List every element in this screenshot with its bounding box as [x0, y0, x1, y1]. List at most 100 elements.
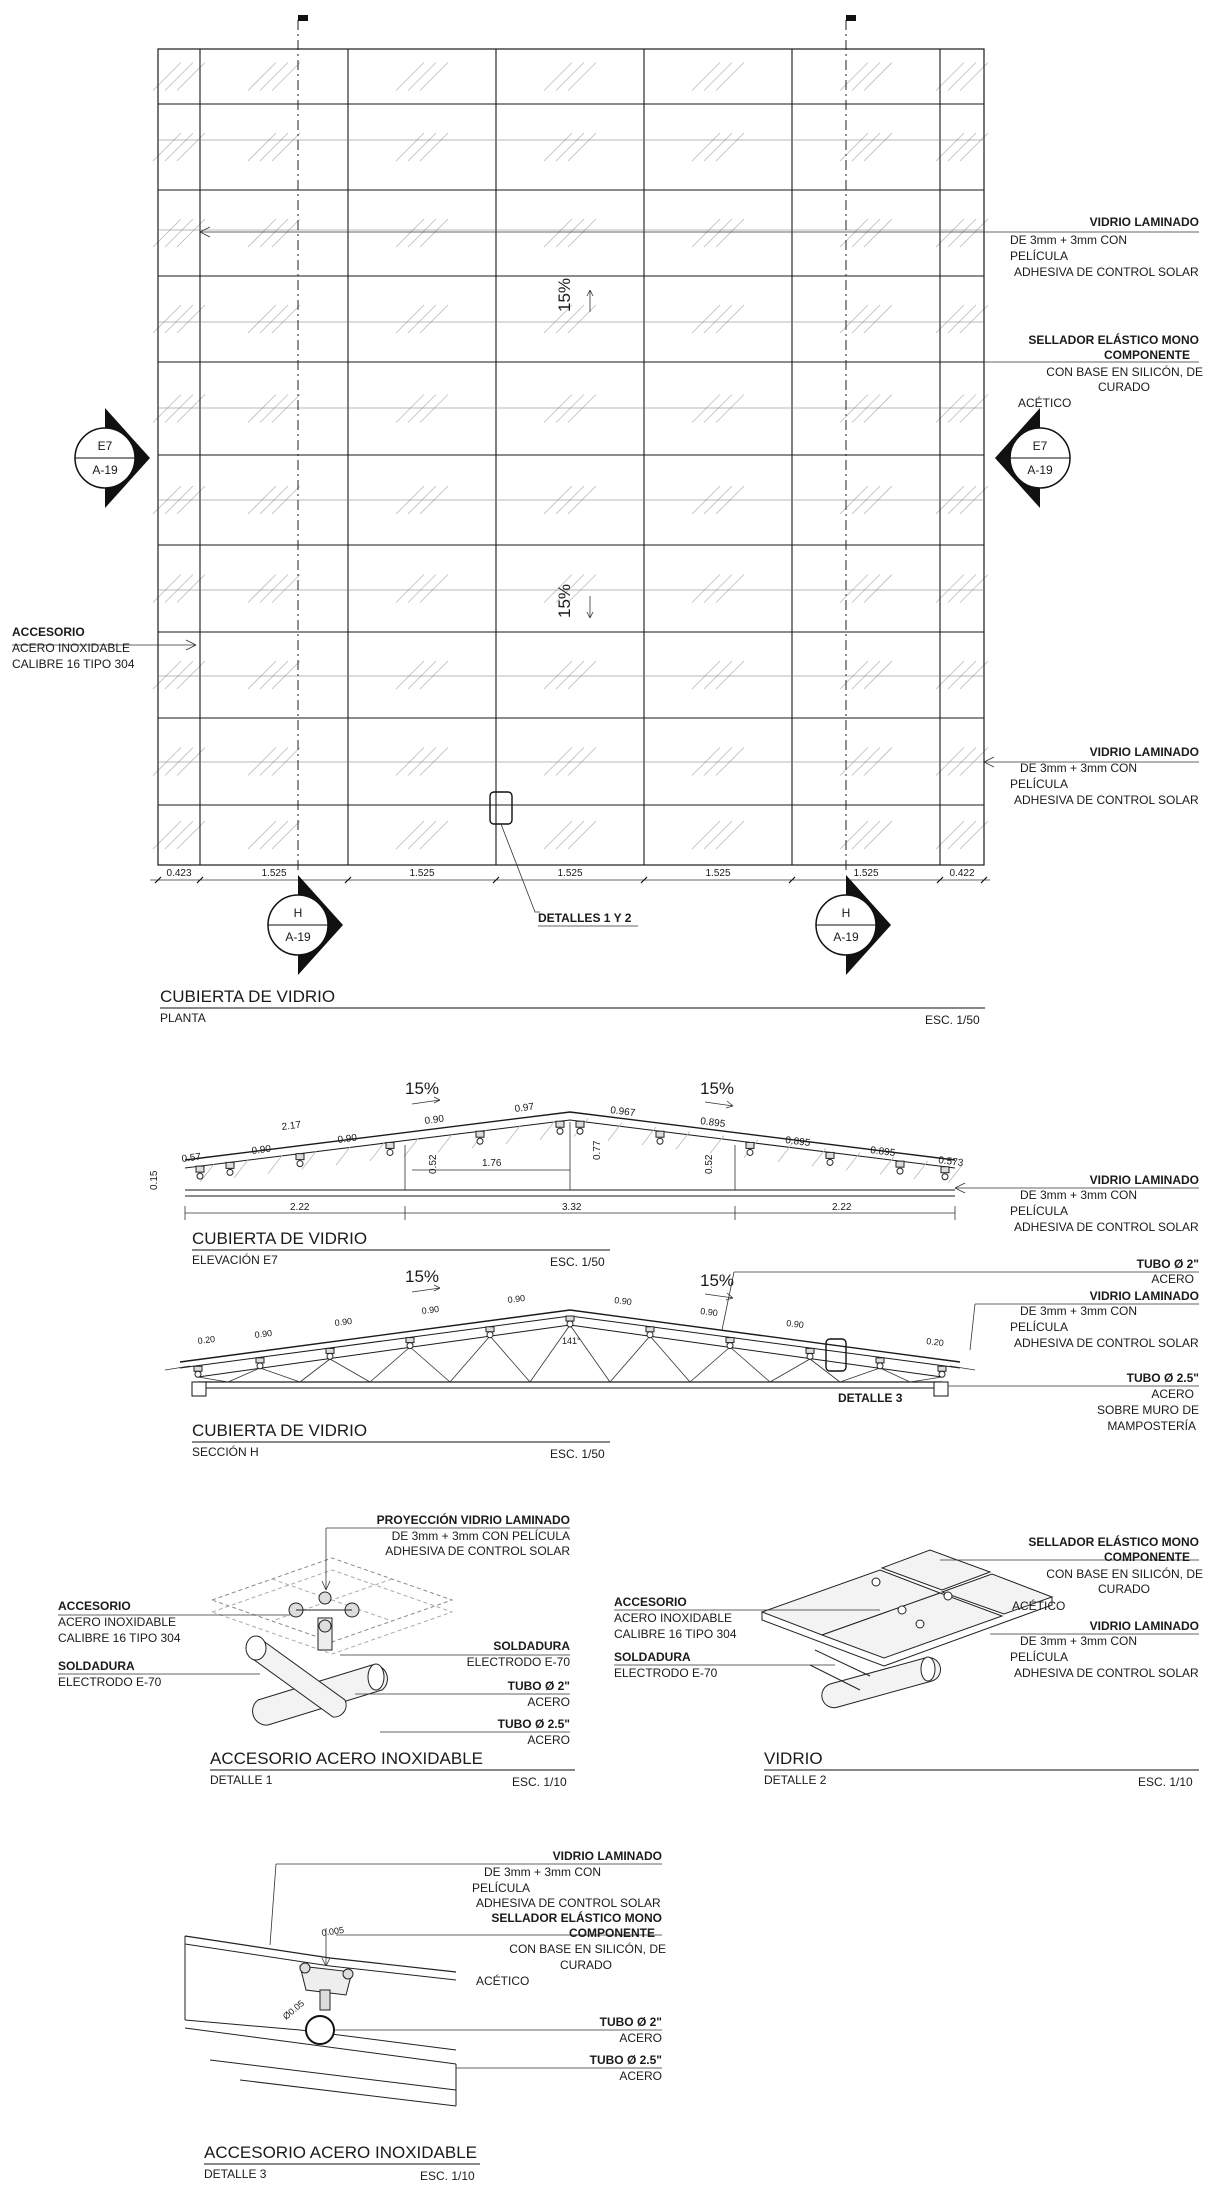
hatch-stroke: [395, 820, 425, 850]
svg-text:SOLDADURA: SOLDADURA: [493, 1639, 570, 1653]
hatch-stroke: [403, 1138, 419, 1157]
elevation-title-block: CUBIERTA DE VIDRIO ELEVACIÓN E7 ESC. 1/5…: [192, 1229, 610, 1269]
bolt: [386, 1148, 394, 1156]
svg-text:0.90: 0.90: [424, 1114, 445, 1127]
hatch-stroke: [947, 394, 977, 423]
svg-text:0.20: 0.20: [926, 1336, 945, 1348]
hatch-stroke: [851, 218, 881, 248]
detail1-note-tube-2-5: TUBO Ø 2.5" ACERO: [380, 1717, 570, 1747]
bolt: [194, 1370, 202, 1378]
hatch-stroke: [851, 62, 881, 91]
truss-web: [529, 1324, 571, 1383]
svg-text:ELECTRODO E-70: ELECTRODO E-70: [467, 1655, 571, 1669]
dim-tick: [344, 876, 352, 884]
hatch-stroke: [863, 660, 893, 690]
hatch-stroke: [259, 394, 289, 423]
svg-text:ACCESORIO: ACCESORIO: [12, 625, 85, 639]
section-note-tube-2: TUBO Ø 2" ACERO: [721, 1257, 1199, 1331]
svg-text:0.967: 0.967: [610, 1105, 637, 1119]
hatch-stroke: [947, 574, 977, 603]
svg-text:VIDRIO LAMINADO: VIDRIO LAMINADO: [1090, 745, 1199, 759]
svg-text:SOBRE MURO DE: SOBRE MURO DE: [1097, 1403, 1199, 1417]
svg-text:CURADO: CURADO: [1098, 380, 1150, 394]
hatch-stroke: [703, 747, 733, 776]
svg-text:SELLADOR ELÁSTICO MONO: SELLADOR ELÁSTICO MONO: [1028, 1534, 1199, 1549]
detail-3-marker: [825, 1338, 847, 1372]
truss-web: [569, 1324, 611, 1383]
detail3-note-laminated-glass: VIDRIO LAMINADO DE 3mm + 3mm CON PELÍCUL…: [269, 1849, 662, 1946]
hatch-stroke: [199, 1163, 215, 1183]
hatch-stroke: [839, 820, 869, 850]
hatch-stroke: [935, 820, 965, 850]
hatch-stroke: [947, 304, 977, 334]
svg-text:SELLADOR ELÁSTICO MONO: SELLADOR ELÁSTICO MONO: [1028, 332, 1199, 347]
hatch-stroke: [851, 394, 881, 423]
svg-text:CON BASE EN SILICÓN, DE: CON BASE EN SILICÓN, DE: [1046, 1566, 1203, 1581]
hatch-stroke: [539, 1121, 555, 1140]
hatch-stroke: [715, 820, 745, 850]
hatch-stroke: [947, 218, 977, 248]
svg-text:15%: 15%: [555, 278, 574, 312]
support-right: [933, 1381, 949, 1397]
hatch-stroke: [164, 218, 194, 248]
hatch-stroke: [543, 660, 573, 690]
hatch-stroke: [152, 747, 182, 776]
hatch-stroke: [567, 394, 597, 423]
hatch-stroke: [247, 132, 277, 162]
detail2-note-fitting: ACCESORIO ACERO INOXIDABLE CALIBRE 16 TI…: [614, 1595, 880, 1641]
hatch-stroke: [959, 574, 989, 603]
dim-0-52-left: 0.52: [428, 1154, 439, 1174]
truss-web: [329, 1358, 371, 1383]
hatch-stroke: [935, 304, 965, 334]
svg-text:0.895: 0.895: [870, 1145, 897, 1159]
svg-text:ELECTRODO E-70: ELECTRODO E-70: [58, 1675, 162, 1689]
hatch-stroke: [947, 62, 977, 91]
svg-text:CUBIERTA DE VIDRIO: CUBIERTA DE VIDRIO: [192, 1421, 367, 1440]
hatch-stroke: [567, 62, 597, 91]
hatch-stroke: [419, 574, 449, 603]
hatch-stroke: [419, 62, 449, 91]
hatch-stroke: [176, 394, 206, 423]
svg-text:ACÉTICO: ACÉTICO: [1012, 1598, 1065, 1613]
glass-panel: [184, 1935, 457, 1973]
svg-text:0.895: 0.895: [700, 1116, 727, 1130]
hatch-stroke: [851, 660, 881, 690]
hatch-stroke: [863, 574, 893, 603]
hatch-stroke: [567, 747, 597, 776]
detail2-title-block: VIDRIO DETALLE 2 ESC. 1/10: [764, 1749, 1199, 1789]
svg-text:SOLDADURA: SOLDADURA: [614, 1650, 691, 1664]
hatch-stroke: [543, 218, 573, 248]
hatch-stroke: [555, 574, 585, 603]
svg-text:CURADO: CURADO: [1098, 1582, 1150, 1596]
hatch-stroke: [555, 132, 585, 162]
hatch-stroke: [555, 820, 585, 850]
hatch-stroke: [247, 304, 277, 334]
hatch-stroke: [395, 660, 425, 690]
hatch-stroke: [851, 820, 881, 850]
hatch-stroke: [715, 62, 745, 91]
hatch-stroke: [959, 747, 989, 776]
hatch-stroke: [691, 62, 721, 91]
hatch-stroke: [839, 394, 869, 423]
svg-text:H: H: [294, 906, 303, 920]
detail3-title-block: ACCESORIO ACERO INOXIDABLE DETALLE 3 ESC…: [204, 2143, 480, 2183]
truss-webs: [193, 1315, 947, 1383]
svg-text:PROYECCIÓN VIDRIO LAMINADO: PROYECCIÓN VIDRIO LAMINADO: [377, 1512, 570, 1527]
hatch-stroke: [419, 218, 449, 248]
hatch-stroke: [839, 218, 869, 248]
svg-text:ADHESIVA DE CONTROL SOLAR: ADHESIVA DE CONTROL SOLAR: [1014, 1336, 1199, 1350]
hatch-stroke: [567, 660, 597, 690]
hatch-stroke: [935, 132, 965, 162]
svg-text:VIDRIO LAMINADO: VIDRIO LAMINADO: [1090, 1173, 1199, 1187]
hatch-stroke: [176, 218, 206, 248]
svg-text:CUBIERTA DE VIDRIO: CUBIERTA DE VIDRIO: [160, 987, 335, 1006]
hatch-stroke: [259, 820, 289, 850]
fitting: [325, 1347, 335, 1354]
hatch-stroke: [395, 132, 425, 162]
svg-text:TUBO Ø 2": TUBO Ø 2": [600, 2015, 662, 2029]
hatch-stroke: [419, 820, 449, 850]
dim-0-005: 0.005: [321, 1925, 345, 1938]
svg-text:MAMPOSTERÍA: MAMPOSTERÍA: [1107, 1418, 1196, 1433]
hatch-stroke: [247, 574, 277, 603]
tube-2-section: [305, 2015, 335, 2045]
